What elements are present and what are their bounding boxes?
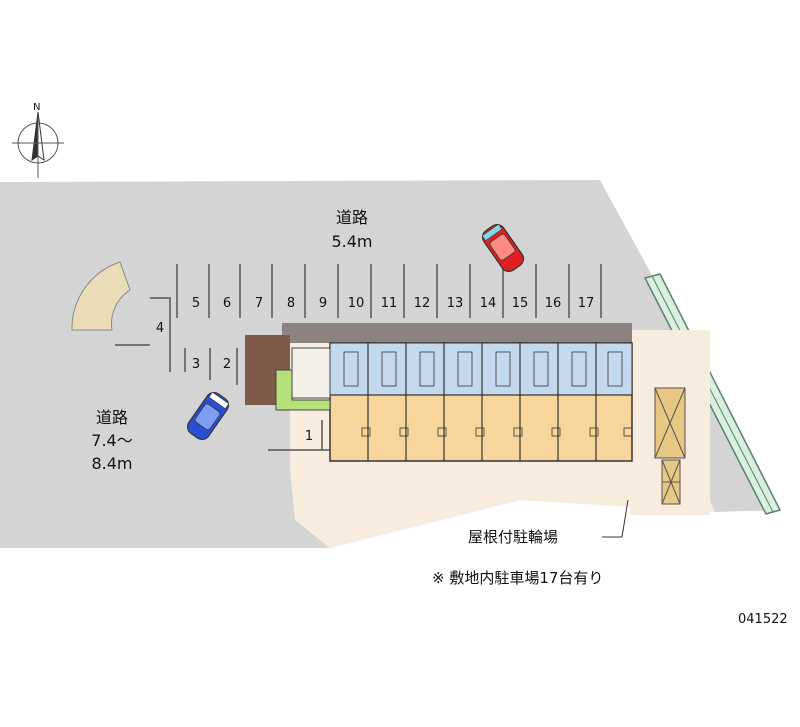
- west-road-width-1: 7.4～: [91, 431, 132, 450]
- building-upper: [329, 342, 633, 396]
- parking-number: 7: [255, 296, 263, 311]
- planting-area: [71, 261, 131, 331]
- north-parking-lines: [176, 264, 602, 318]
- parking-number: 9: [319, 296, 327, 311]
- north-road-width: 5.4m: [331, 232, 372, 251]
- west-parking-lines: [115, 297, 330, 451]
- bicycle-parking-label: 屋根付駐輪場: [468, 528, 558, 546]
- compass-icon: N: [12, 102, 64, 178]
- parking-number: 6: [223, 296, 231, 311]
- parking-number: 4: [156, 321, 164, 336]
- unit-doors: [343, 351, 623, 387]
- red-car-icon: [481, 223, 525, 273]
- west-road-width-2: 8.4m: [91, 454, 132, 473]
- parking-number: 5: [192, 296, 200, 311]
- parking-number: 14: [480, 296, 497, 311]
- parking-number: 2: [223, 357, 231, 372]
- unit-windows: [361, 427, 633, 437]
- map-code: 041522: [738, 612, 788, 627]
- parking-number: 8: [287, 296, 295, 311]
- unit-dividers: [330, 343, 632, 461]
- building-roof: [282, 323, 632, 343]
- blue-car-icon: [186, 391, 230, 441]
- parking-number: 12: [414, 296, 431, 311]
- bicycle-leader-line: [602, 499, 629, 538]
- west-road: [0, 330, 330, 548]
- parking-number: 11: [381, 296, 398, 311]
- west-road-name: 道路: [96, 408, 128, 427]
- parking-number: 1: [305, 429, 313, 444]
- entrance-hall: [291, 347, 331, 399]
- parking-number: 15: [512, 296, 529, 311]
- parking-number: 16: [545, 296, 562, 311]
- green-hedge: [275, 369, 331, 411]
- north-road-name: 道路: [336, 208, 368, 227]
- parking-number: 17: [578, 296, 595, 311]
- parking-number: 3: [192, 357, 200, 372]
- compass-label: N: [33, 102, 40, 113]
- parking-number: 10: [348, 296, 365, 311]
- parking-note: ※ 敷地内駐車場17台有り: [432, 569, 603, 587]
- parking-number: 13: [447, 296, 464, 311]
